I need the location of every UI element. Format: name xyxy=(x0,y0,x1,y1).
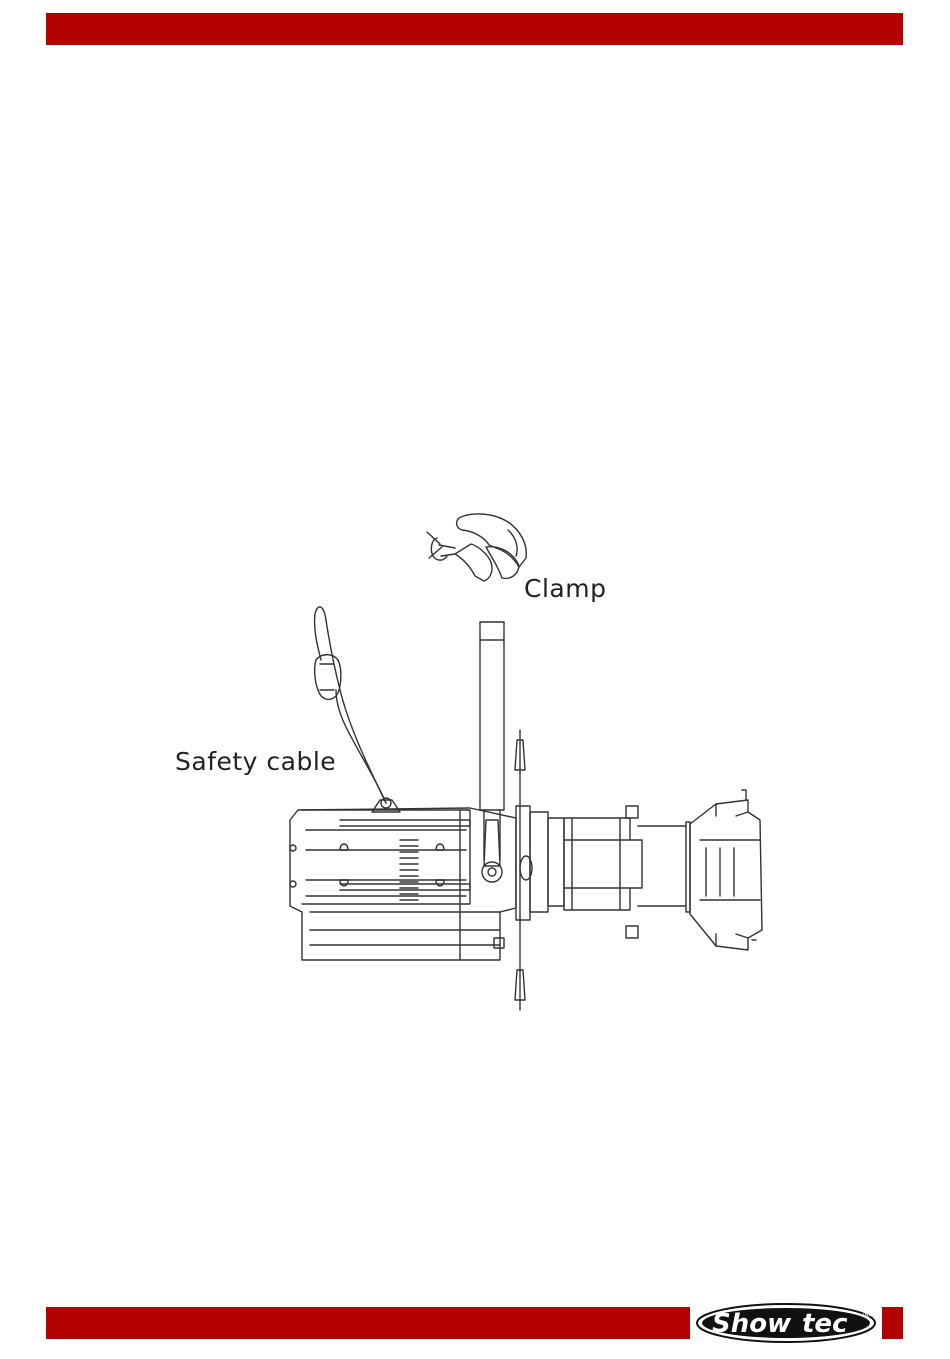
logo-text-show: Show xyxy=(712,1309,792,1339)
front-lens xyxy=(690,790,762,950)
safety-cable-illustration xyxy=(315,607,400,812)
footer-bar xyxy=(46,1307,690,1339)
lens-barrel xyxy=(564,806,690,938)
yoke xyxy=(480,622,504,882)
clamp-illustration xyxy=(427,514,526,581)
logo-text-tec: tec xyxy=(802,1309,848,1339)
clamp-label: Clamp xyxy=(524,574,606,603)
showtec-logo: Show tec ® xyxy=(694,1302,878,1344)
shutter-section xyxy=(515,730,564,1010)
safety-cable-label: Safety cable xyxy=(175,747,336,776)
footer-bar-end xyxy=(882,1307,903,1339)
logo-registered-mark: ® xyxy=(862,1311,871,1321)
header-bar xyxy=(46,13,903,45)
fixture-body xyxy=(290,808,516,960)
